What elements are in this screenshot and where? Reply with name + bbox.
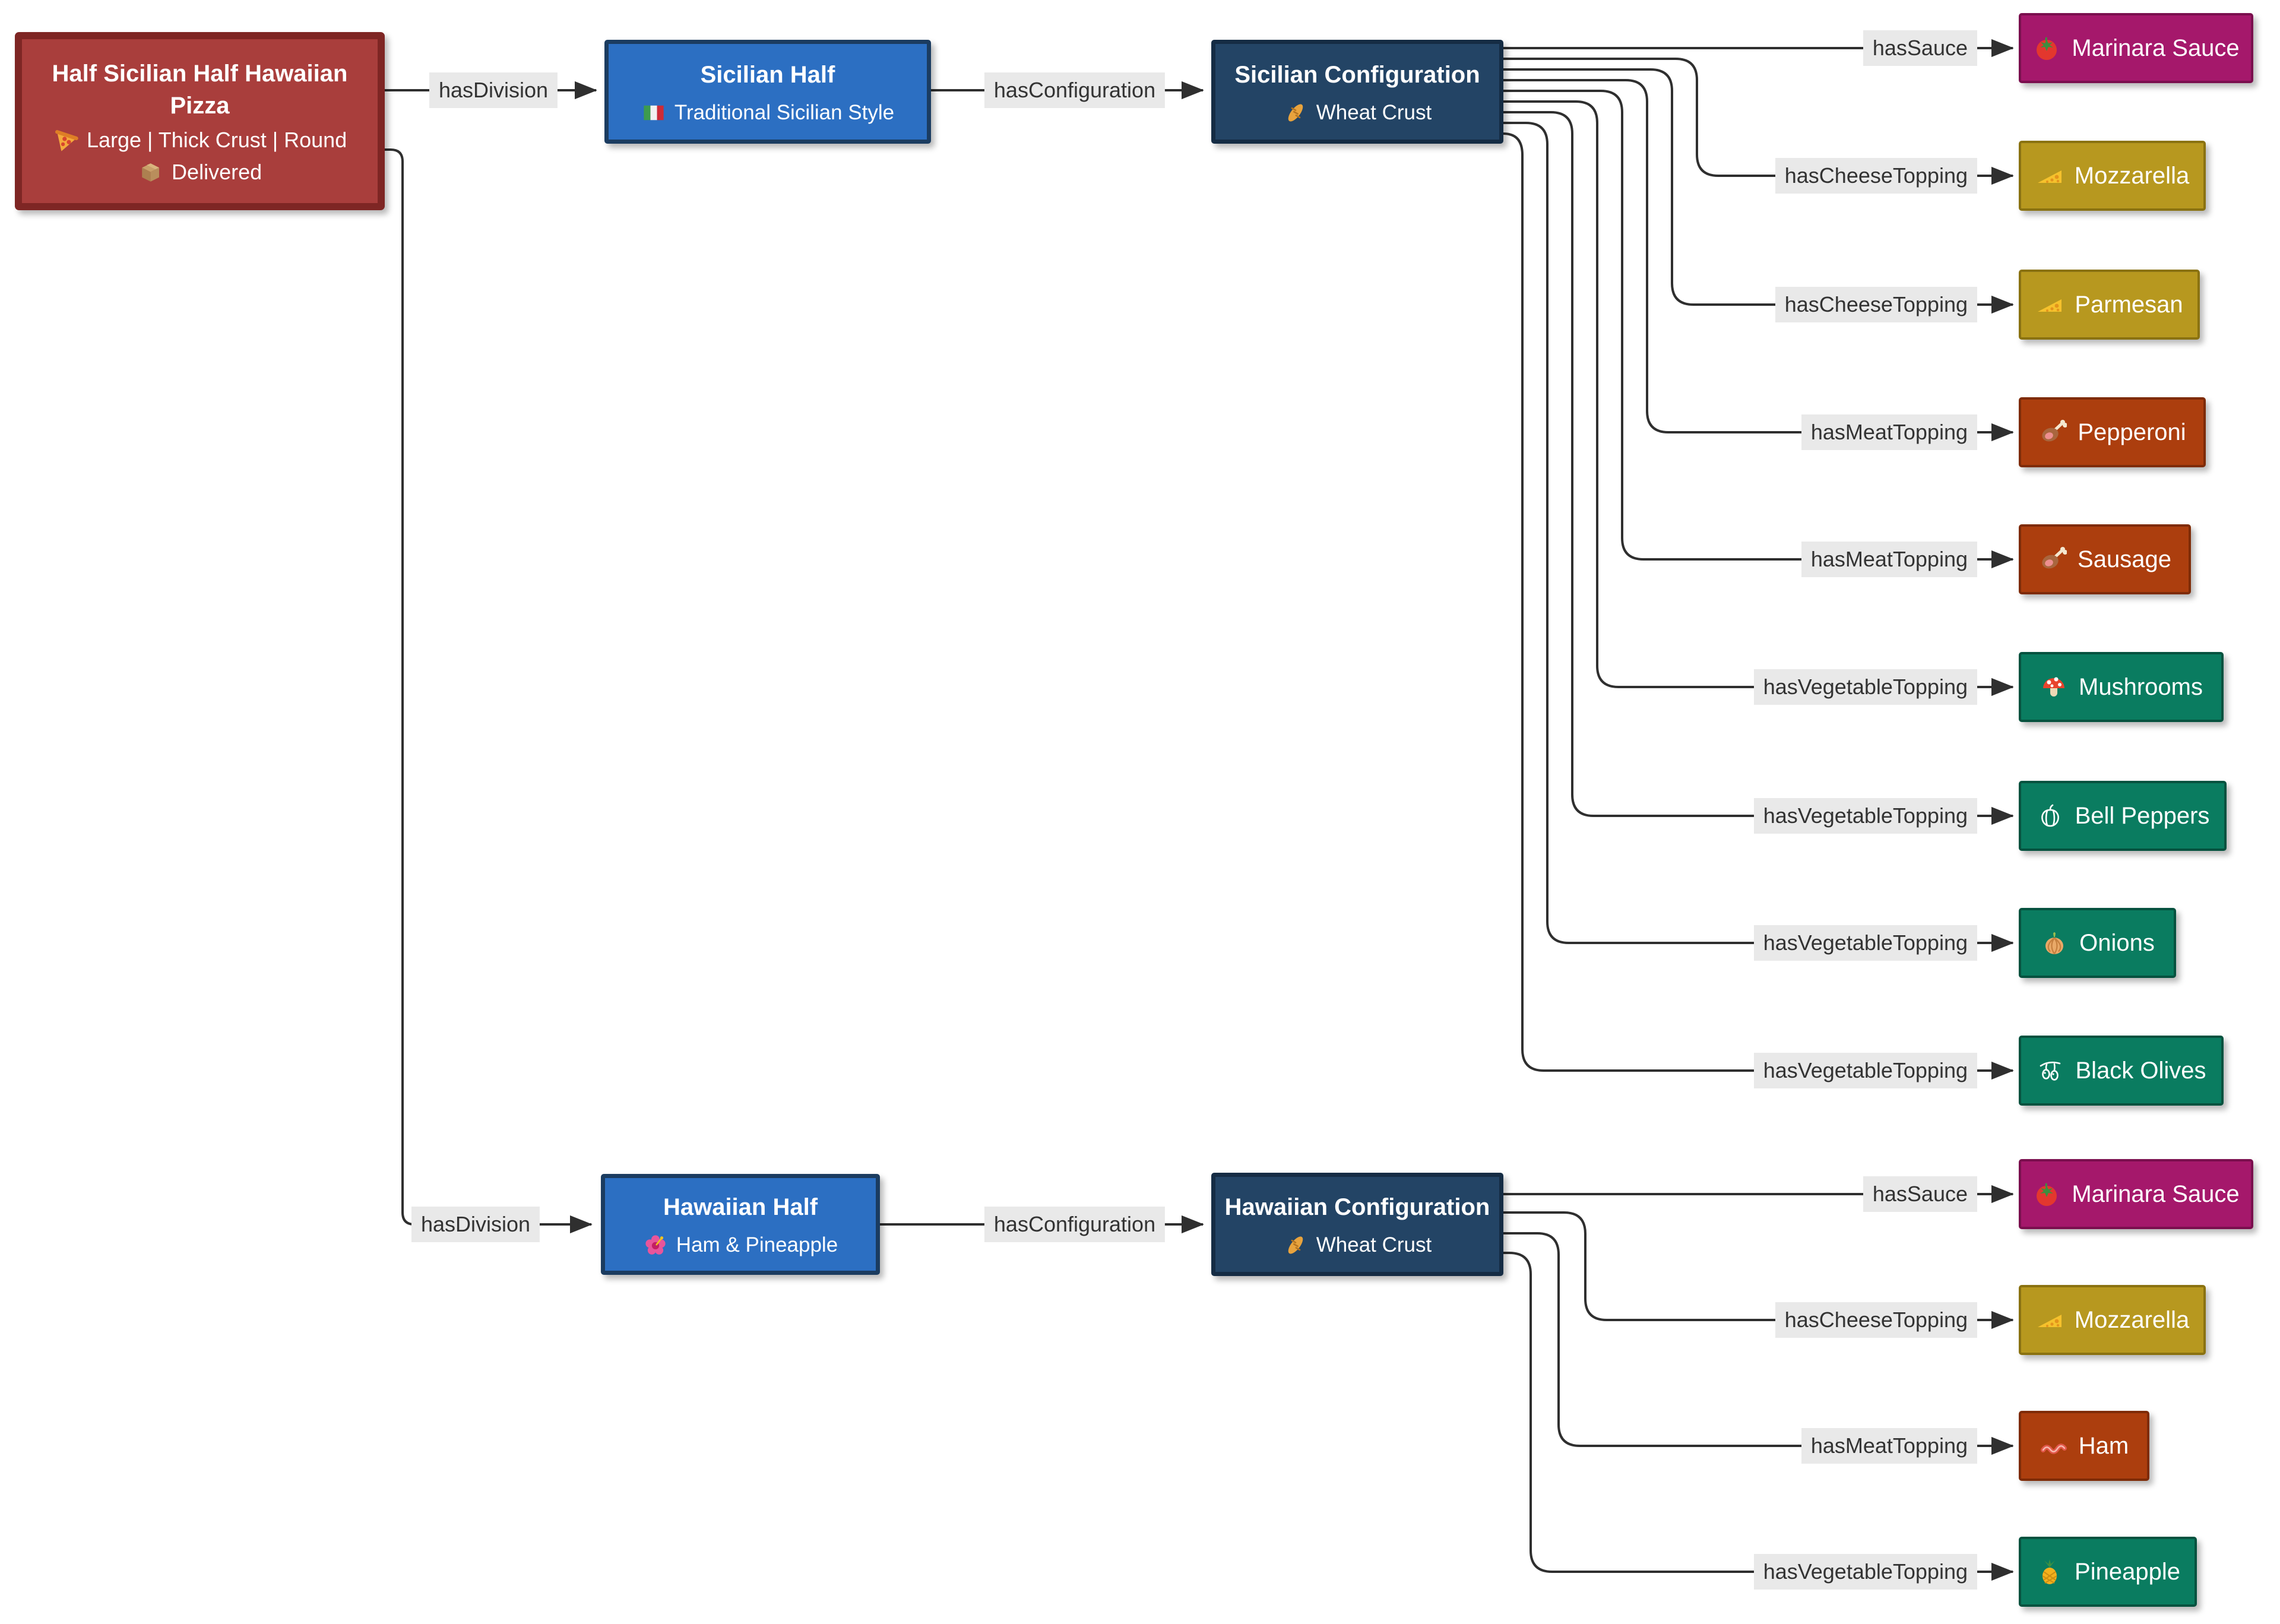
- edge-sicilian-hasVegetableTopping-2: [1503, 111, 2014, 825]
- hawaiian-half-subtitle: Ham & Pineapple: [643, 1233, 838, 1258]
- edge-label-hasConfiguration-hawaiian: hasConfiguration: [984, 1207, 1166, 1242]
- node-label: Marinara Sauce: [2072, 1180, 2240, 1207]
- node-label: Bell Peppers: [2075, 802, 2210, 829]
- edge-label-hasVegetableTopping-hawaiian: hasVegetableTopping: [1753, 1554, 1977, 1590]
- bell-pepper-icon: [2036, 802, 2064, 830]
- tomato-icon: [2032, 34, 2061, 62]
- edge-label-hasDivision-sicilian: hasDivision: [429, 72, 558, 108]
- node-label: Mozzarella: [2074, 162, 2190, 189]
- hawaiian-config-title: Hawaiian Configuration: [1224, 1194, 1490, 1220]
- cheese-icon: [2035, 1306, 2064, 1334]
- node-sicilian-half: Sicilian Half Traditional Sicilian Style: [604, 40, 931, 144]
- node-mozzarella-sicilian: Mozzarella: [2019, 141, 2206, 211]
- edge-label-hasSauce-sicilian: hasSauce: [1863, 30, 1977, 66]
- node-label: Black Olives: [2075, 1057, 2206, 1084]
- bacon-icon: [2040, 1432, 2068, 1460]
- edge-sicilian-hasVegetableTopping-4: [1503, 132, 2014, 1080]
- node-label: Sausage: [2078, 546, 2171, 572]
- node-marinara-sauce-hawaiian: Marinara Sauce: [2019, 1159, 2253, 1229]
- tomato-icon: [2032, 1180, 2061, 1208]
- node-bell-peppers: Bell Peppers: [2019, 781, 2227, 851]
- edge-label-hasVegetableTopping-4: hasVegetableTopping: [1753, 1053, 1977, 1088]
- node-label: Pineapple: [2075, 1558, 2180, 1585]
- edge-label-hasConfiguration-sicilian: hasConfiguration: [984, 72, 1166, 108]
- edge-label-hasMeatTopping-2: hasMeatTopping: [1801, 542, 1977, 577]
- edge-label-hasCheeseTopping-2: hasCheeseTopping: [1775, 287, 1977, 322]
- edge-label-hasMeatTopping-1: hasMeatTopping: [1801, 414, 1977, 450]
- node-hawaiian-configuration: Hawaiian Configuration Wheat Crust: [1211, 1173, 1503, 1276]
- mushroom-icon: [2040, 673, 2068, 701]
- italy-flag-icon: [641, 100, 666, 125]
- onion-icon: [2040, 929, 2069, 957]
- edge-label-hasCheeseTopping-hawaiian: hasCheeseTopping: [1775, 1302, 1977, 1338]
- node-label: Marinara Sauce: [2072, 34, 2240, 61]
- node-label: Onions: [2079, 929, 2155, 956]
- node-label: Mozzarella: [2074, 1306, 2190, 1333]
- root-status-text: Delivered: [172, 159, 262, 184]
- cheese-icon: [2035, 290, 2064, 319]
- edge-sicilian-hasVegetableTopping-3: [1503, 122, 2014, 952]
- node-mozzarella-hawaiian: Mozzarella: [2019, 1285, 2206, 1355]
- edge-label-hasSauce-hawaiian: hasSauce: [1863, 1176, 1977, 1212]
- node-mushrooms: Mushrooms: [2019, 652, 2224, 722]
- hawaiian-half-title: Hawaiian Half: [663, 1194, 818, 1220]
- sicilian-half-title: Sicilian Half: [700, 61, 835, 88]
- sicilian-config-subtitle: Wheat Crust: [1283, 100, 1432, 125]
- hawaiian-config-subtitle-text: Wheat Crust: [1316, 1233, 1432, 1256]
- edge-label-hasVegetableTopping-3: hasVegetableTopping: [1753, 925, 1977, 961]
- node-hawaiian-half: Hawaiian Half Ham & Pineapple: [601, 1174, 880, 1275]
- node-onions: Onions: [2019, 908, 2176, 978]
- sicilian-config-title: Sicilian Configuration: [1234, 61, 1480, 88]
- hibiscus-icon: [643, 1233, 668, 1258]
- node-ham: Ham: [2019, 1411, 2149, 1481]
- pineapple-icon: [2035, 1557, 2064, 1586]
- edge-label-hasVegetableTopping-1: hasVegetableTopping: [1753, 669, 1977, 705]
- edge-hawaiian-hasCheeseTopping: [1503, 1211, 2014, 1329]
- meat-on-bone-icon: [2038, 545, 2067, 574]
- edge-label-hasMeatTopping-hawaiian: hasMeatTopping: [1801, 1428, 1977, 1464]
- hawaiian-config-subtitle: Wheat Crust: [1283, 1233, 1432, 1258]
- root-size-text: Large | Thick Crust | Round: [86, 128, 347, 153]
- node-sausage: Sausage: [2019, 524, 2191, 594]
- node-label: Pepperoni: [2078, 419, 2186, 445]
- node-root-pizza: Half Sicilian Half Hawaiian Pizza Large …: [15, 32, 385, 210]
- node-label: Ham: [2078, 1432, 2129, 1459]
- node-label: Mushrooms: [2079, 673, 2203, 700]
- baguette-icon: [1283, 1233, 1308, 1258]
- edge-sicilian-hasCheeseTopping-2: [1503, 68, 2014, 314]
- package-icon: [138, 159, 163, 185]
- edge-sicilian-hasMeatTopping-2: [1503, 90, 2014, 569]
- node-marinara-sauce-sicilian: Marinara Sauce: [2019, 13, 2253, 83]
- sicilian-half-subtitle: Traditional Sicilian Style: [641, 100, 894, 125]
- node-pepperoni: Pepperoni: [2019, 397, 2206, 467]
- edge-sicilian-hasMeatTopping-1: [1503, 79, 2014, 442]
- edge-hawaiian-hasMeatTopping: [1503, 1232, 2014, 1455]
- edge-label-hasCheeseTopping-1: hasCheeseTopping: [1775, 158, 1977, 194]
- edge-sicilian-hasCheeseTopping-1: [1503, 58, 2014, 185]
- sicilian-config-subtitle-text: Wheat Crust: [1316, 100, 1432, 124]
- cheese-icon: [2035, 162, 2064, 190]
- hawaiian-half-subtitle-text: Ham & Pineapple: [676, 1233, 838, 1256]
- edge-label-hasDivision-hawaiian: hasDivision: [411, 1207, 540, 1242]
- root-size-line: Large | Thick Crust | Round: [53, 128, 347, 153]
- sicilian-half-subtitle-text: Traditional Sicilian Style: [674, 100, 895, 124]
- meat-on-bone-icon: [2038, 418, 2067, 447]
- node-label: Parmesan: [2075, 291, 2183, 318]
- edge-hawaiian-hasVegetableTopping: [1503, 1252, 2014, 1581]
- edge-label-hasVegetableTopping-2: hasVegetableTopping: [1753, 798, 1977, 834]
- root-status-line: Delivered: [138, 159, 262, 185]
- olive-icon: [2036, 1056, 2064, 1085]
- root-title: Half Sicilian Half Hawaiian Pizza: [52, 60, 348, 119]
- edge-sicilian-hasVegetableTopping-1: [1503, 100, 2014, 697]
- node-parmesan: Parmesan: [2019, 270, 2200, 340]
- node-sicilian-configuration: Sicilian Configuration Wheat Crust: [1211, 40, 1503, 144]
- pizza-slice-icon: [53, 128, 78, 153]
- baguette-icon: [1283, 100, 1308, 125]
- node-pineapple: Pineapple: [2019, 1537, 2197, 1607]
- node-black-olives: Black Olives: [2019, 1036, 2224, 1106]
- edge-root-hawaiian-half: [385, 148, 593, 1234]
